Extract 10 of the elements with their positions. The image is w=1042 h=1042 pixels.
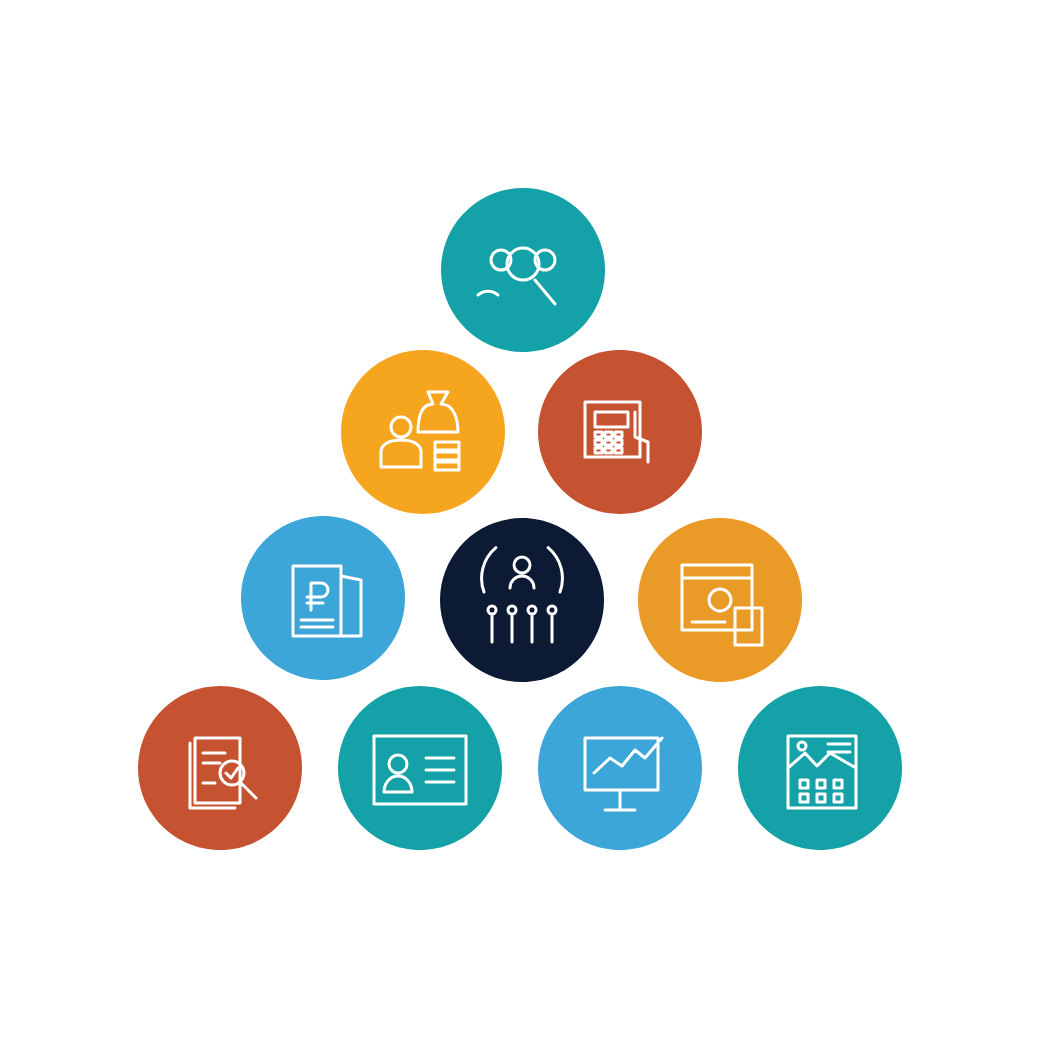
icon-circle xyxy=(738,686,902,850)
icon-circle xyxy=(638,518,802,682)
icon-circle xyxy=(441,188,605,352)
icon-circle xyxy=(440,518,604,682)
icon-circle xyxy=(338,686,502,850)
icon-circle xyxy=(241,516,405,680)
icon-circle xyxy=(538,350,702,514)
icon-circle xyxy=(341,350,505,514)
icon-circle xyxy=(138,686,302,850)
icon-circle xyxy=(538,686,702,850)
